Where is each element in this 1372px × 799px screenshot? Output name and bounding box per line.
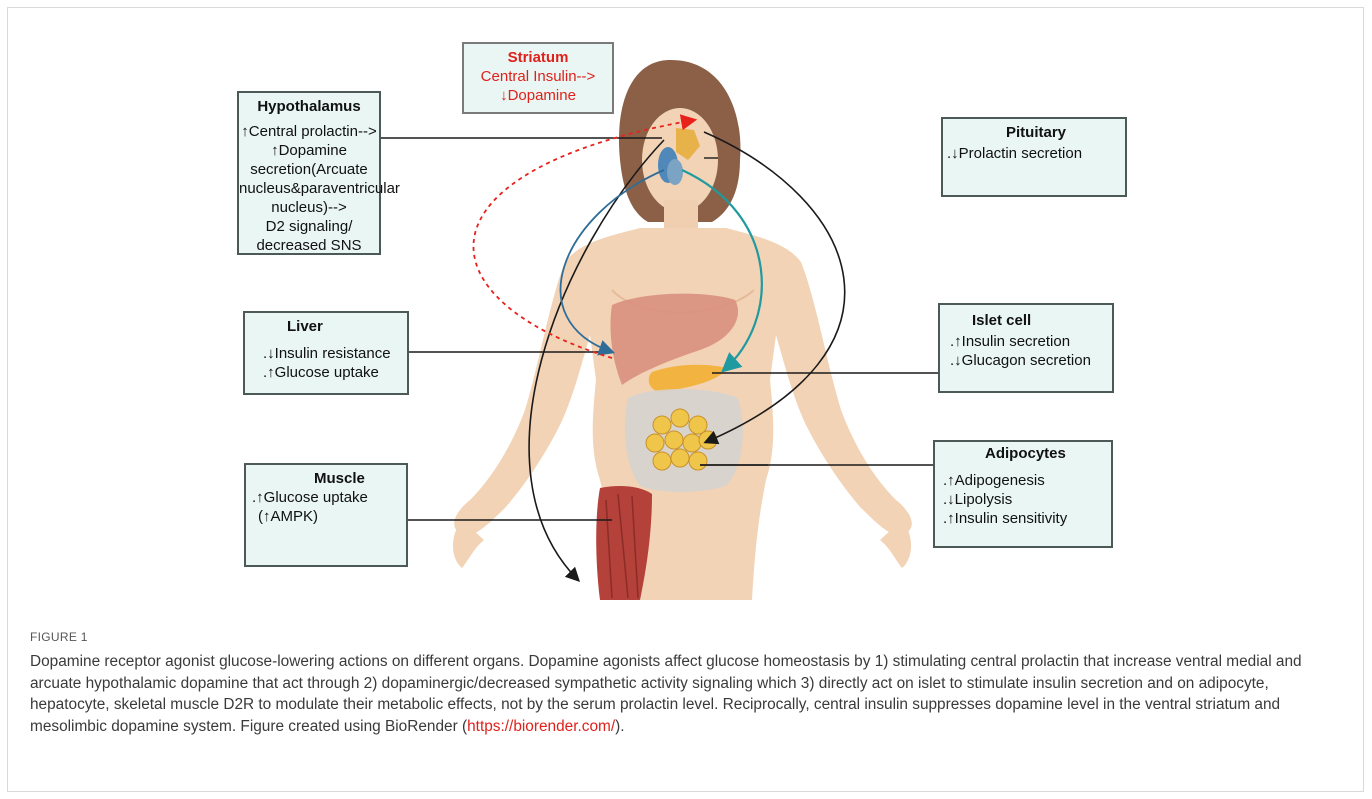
- figure-label: FIGURE 1: [30, 630, 88, 644]
- hypothalamus-line-1: ↑Central prolactin-->: [239, 122, 379, 141]
- pituitary-box: Pituitary .↓Prolactin secretion: [941, 117, 1127, 197]
- striatum-line-2: ↓Dopamine: [464, 86, 612, 105]
- striatum-title: Striatum: [464, 48, 612, 67]
- muscle-line-2: (↑AMPK): [252, 507, 406, 526]
- adipocytes-line-3: .↑Insulin sensitivity: [943, 509, 1111, 528]
- islet-cell-line-2: .↓Glucagon secretion: [950, 351, 1112, 370]
- striatum-box: Striatum Central Insulin--> ↓Dopamine: [462, 42, 614, 114]
- hypothalamus-line-4: nucleus&paraventricular: [239, 179, 379, 198]
- hypothalamus-title: Hypothalamus: [239, 97, 379, 116]
- muscle-box: Muscle .↑Glucose uptake (↑AMPK): [244, 463, 408, 567]
- islet-cell-title: Islet cell: [950, 311, 1112, 330]
- islet-cell-box: Islet cell .↑Insulin secretion .↓Glucago…: [938, 303, 1114, 393]
- islet-cell-line-1: .↑Insulin secretion: [950, 332, 1112, 351]
- hypothalamus-line-3: secretion(Arcuate: [239, 160, 379, 179]
- hypothalamus-line-2: ↑Dopamine: [239, 141, 379, 160]
- hypothalamus-line-6: D2 signaling/: [239, 217, 379, 236]
- pituitary-title: Pituitary: [947, 123, 1125, 142]
- hypothalamus-line-7: decreased SNS: [239, 236, 379, 255]
- adipocytes-title: Adipocytes: [943, 444, 1111, 463]
- biorender-link[interactable]: https://biorender.com/: [467, 718, 615, 735]
- adipocytes-line-1: .↑Adipogenesis: [943, 471, 1111, 490]
- hypothalamus-line-5: nucleus)-->: [239, 198, 379, 217]
- striatum-line-1: Central Insulin-->: [464, 67, 612, 86]
- liver-line-1: .↓Insulin resistance: [263, 344, 407, 363]
- caption-text: Dopamine receptor agonist glucose-loweri…: [30, 653, 1302, 735]
- liver-box: Liver .↓Insulin resistance .↑Glucose upt…: [243, 311, 409, 395]
- liver-title: Liver: [263, 317, 407, 336]
- muscle-title: Muscle: [252, 469, 406, 488]
- adipocytes-line-2: .↓Lipolysis: [943, 490, 1111, 509]
- caption-end: ).: [615, 718, 624, 735]
- liver-line-2: .↑Glucose uptake: [263, 363, 407, 382]
- figure-caption: Dopamine receptor agonist glucose-loweri…: [30, 651, 1345, 737]
- adipocytes-box: Adipocytes .↑Adipogenesis .↓Lipolysis .↑…: [933, 440, 1113, 548]
- pituitary-line-1: .↓Prolactin secretion: [947, 144, 1125, 163]
- diagram-illustration: [0, 0, 1372, 610]
- hypothalamus-box: Hypothalamus ↑Central prolactin--> ↑Dopa…: [237, 91, 381, 255]
- muscle-line-1: .↑Glucose uptake: [252, 488, 406, 507]
